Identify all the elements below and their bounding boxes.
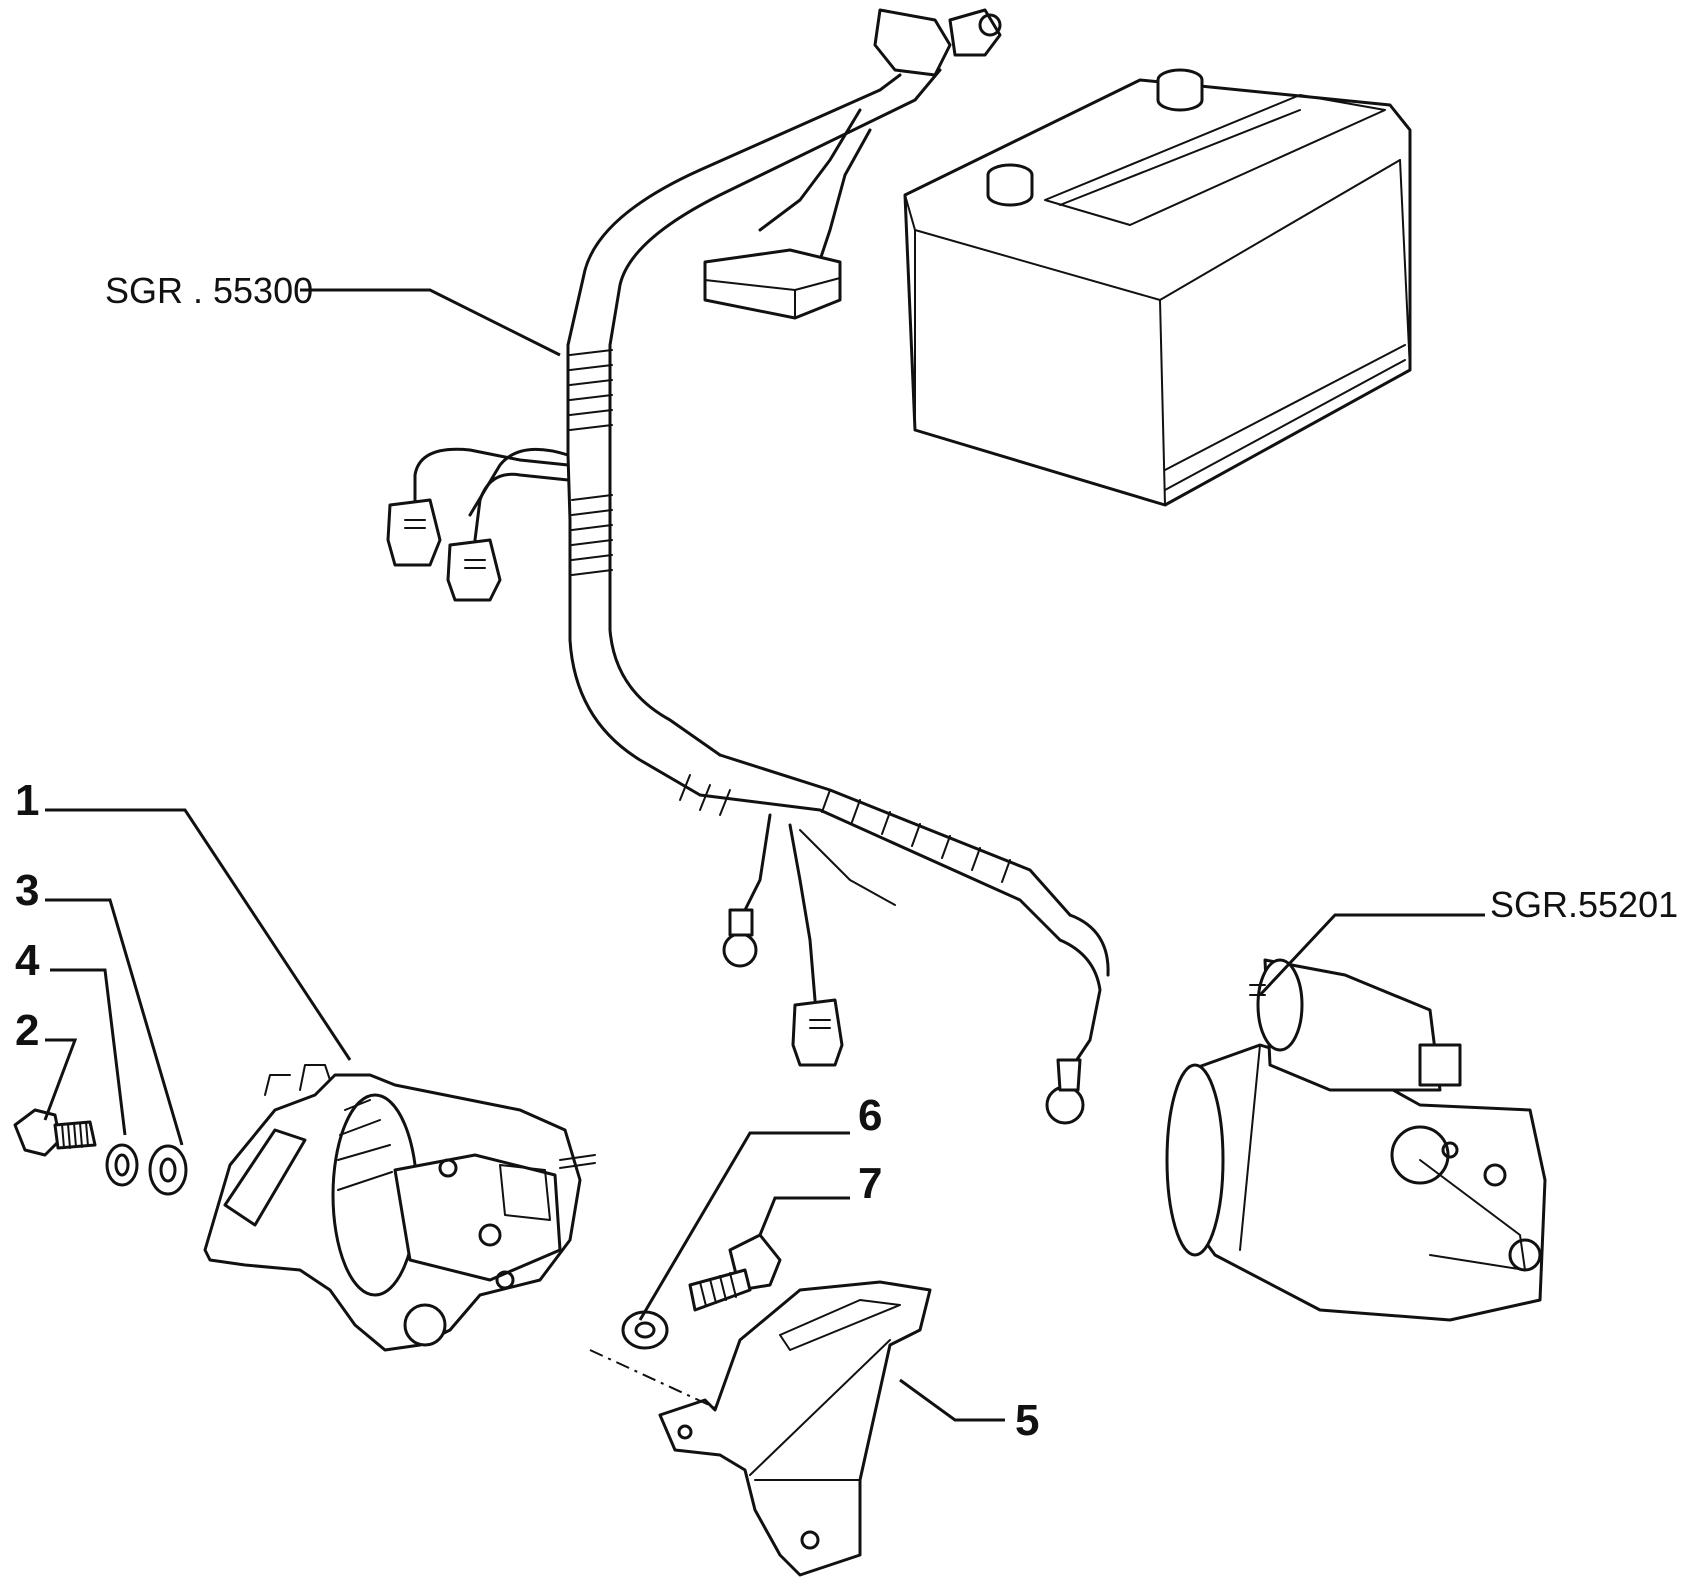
callout-2: 2 xyxy=(15,1006,39,1055)
callout-5: 5 xyxy=(1015,1396,1039,1445)
battery xyxy=(903,68,1412,507)
washer-3 xyxy=(148,1144,188,1196)
ref-label-starter: SGR.55201 xyxy=(1490,884,1678,925)
bolt-7 xyxy=(688,1233,782,1312)
washer-4 xyxy=(105,1143,139,1187)
wiring-harness xyxy=(386,8,1110,1125)
starter-motor xyxy=(1165,958,1547,1322)
callout-4: 4 xyxy=(15,936,40,985)
leader-lines xyxy=(43,288,1485,1422)
bracket-5 xyxy=(658,1280,932,1577)
callout-3: 3 xyxy=(15,866,39,915)
callout-6: 6 xyxy=(858,1091,882,1140)
callout-1: 1 xyxy=(15,776,39,825)
ref-label-harness: SGR . 55300 xyxy=(105,270,313,311)
washer-6 xyxy=(621,1310,669,1350)
alternator xyxy=(203,1064,596,1352)
bolt-2 xyxy=(13,1108,97,1157)
callout-7: 7 xyxy=(858,1159,882,1208)
